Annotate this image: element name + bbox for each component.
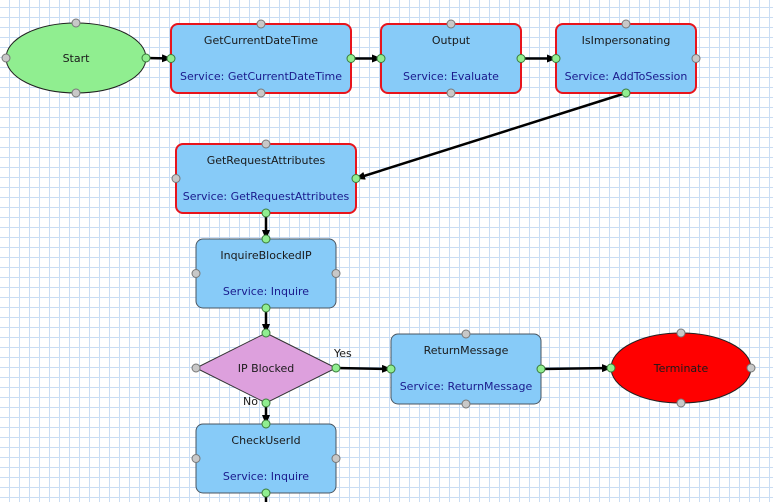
port-top-free[interactable] <box>461 329 471 339</box>
edge-ipblocked-to-returnmessage[interactable] <box>335 364 392 373</box>
edge-returnmessage-to-terminate[interactable] <box>540 364 612 373</box>
port-right-free[interactable] <box>746 363 756 373</box>
port-left-free[interactable] <box>171 174 181 183</box>
node-service-label: Service: Inquire <box>223 285 309 298</box>
node-title-label: Start <box>63 52 91 65</box>
node-checkuserid[interactable]: Service: Inquire CheckUserId <box>195 423 337 494</box>
node-title-label: InquireBlockedIP <box>220 249 312 262</box>
port-left-connected[interactable] <box>376 54 386 63</box>
node-service-label: Service: GetCurrentDateTime <box>180 70 342 83</box>
port-right-connected[interactable] <box>351 174 361 183</box>
port-bottom-free[interactable] <box>446 88 456 98</box>
port-left-connected[interactable] <box>606 363 616 373</box>
edge-label-no: No <box>243 395 258 408</box>
port-top-free[interactable] <box>256 19 266 29</box>
port-left-connected[interactable] <box>386 364 396 374</box>
node-isimpersonating[interactable]: Service: AddToSession IsImpersonating <box>555 23 697 94</box>
node-getcurrentdatetime[interactable]: Service: GetCurrentDateTime GetCurrentDat… <box>170 23 352 94</box>
port-right-free[interactable] <box>331 454 341 463</box>
port-bottom-free[interactable] <box>71 88 81 98</box>
port-top-free[interactable] <box>621 19 631 29</box>
port-bottom-connected[interactable] <box>261 208 271 218</box>
port-bottom-connected[interactable] <box>261 488 271 498</box>
node-title-label: Output <box>432 34 471 47</box>
node-service-label: Service: ReturnMessage <box>400 380 533 393</box>
edge-label-yes: Yes <box>333 347 352 360</box>
port-top-connected[interactable] <box>261 328 271 338</box>
port-top-free[interactable] <box>261 139 271 149</box>
port-left-connected[interactable] <box>551 54 561 63</box>
port-right-connected[interactable] <box>516 54 526 63</box>
node-title-label: CheckUserId <box>231 434 300 447</box>
port-right-free[interactable] <box>691 54 701 63</box>
node-start[interactable]: Start <box>5 22 147 94</box>
port-right-connected[interactable] <box>536 364 546 374</box>
port-top-connected[interactable] <box>261 234 271 244</box>
port-right-connected[interactable] <box>346 54 356 63</box>
node-title-label: IsImpersonating <box>582 34 671 47</box>
port-bottom-free[interactable] <box>256 88 266 98</box>
port-top-free[interactable] <box>446 19 456 29</box>
port-bottom-connected[interactable] <box>621 88 631 98</box>
port-bottom-free[interactable] <box>676 398 686 408</box>
node-title-label: ReturnMessage <box>424 344 509 357</box>
port-left-free[interactable] <box>191 363 201 373</box>
node-title-label: Terminate <box>653 362 709 375</box>
port-bottom-connected[interactable] <box>261 398 271 408</box>
node-service-label: Service: AddToSession <box>565 70 688 83</box>
port-left-connected[interactable] <box>166 54 176 63</box>
node-inquireblockedip[interactable]: Service: Inquire InquireBlockedIP <box>195 238 337 309</box>
port-left-free[interactable] <box>191 454 201 463</box>
port-top-free[interactable] <box>676 328 686 338</box>
node-title-label: GetRequestAttributes <box>207 154 326 167</box>
node-service-label: Service: GetRequestAttributes <box>183 190 350 203</box>
node-service-label: Service: Inquire <box>223 470 309 483</box>
port-bottom-connected[interactable] <box>261 303 271 313</box>
node-ipblocked[interactable]: IP Blocked <box>194 332 338 404</box>
edge-isimpersonating-to-getrequestattributes[interactable] <box>355 91 627 180</box>
port-top-connected[interactable] <box>261 419 271 429</box>
port-bottom-free[interactable] <box>461 399 471 409</box>
port-top-free[interactable] <box>71 18 81 28</box>
port-left-free[interactable] <box>1 53 11 63</box>
node-title-label: GetCurrentDateTime <box>204 34 318 47</box>
port-right-free[interactable] <box>331 269 341 278</box>
node-terminate[interactable]: Terminate <box>610 332 752 404</box>
node-output[interactable]: Service: Evaluate Output <box>380 23 522 94</box>
port-right-connected[interactable] <box>331 363 341 373</box>
node-service-label: Service: Evaluate <box>403 70 499 83</box>
port-right-connected[interactable] <box>141 53 151 63</box>
node-returnmessage[interactable]: Service: ReturnMessage ReturnMessage <box>390 333 542 405</box>
node-title-label: IP Blocked <box>238 362 294 375</box>
port-left-free[interactable] <box>191 269 201 278</box>
node-getrequestattributes[interactable]: Service: GetRequestAttributes GetRequestA… <box>175 143 357 214</box>
